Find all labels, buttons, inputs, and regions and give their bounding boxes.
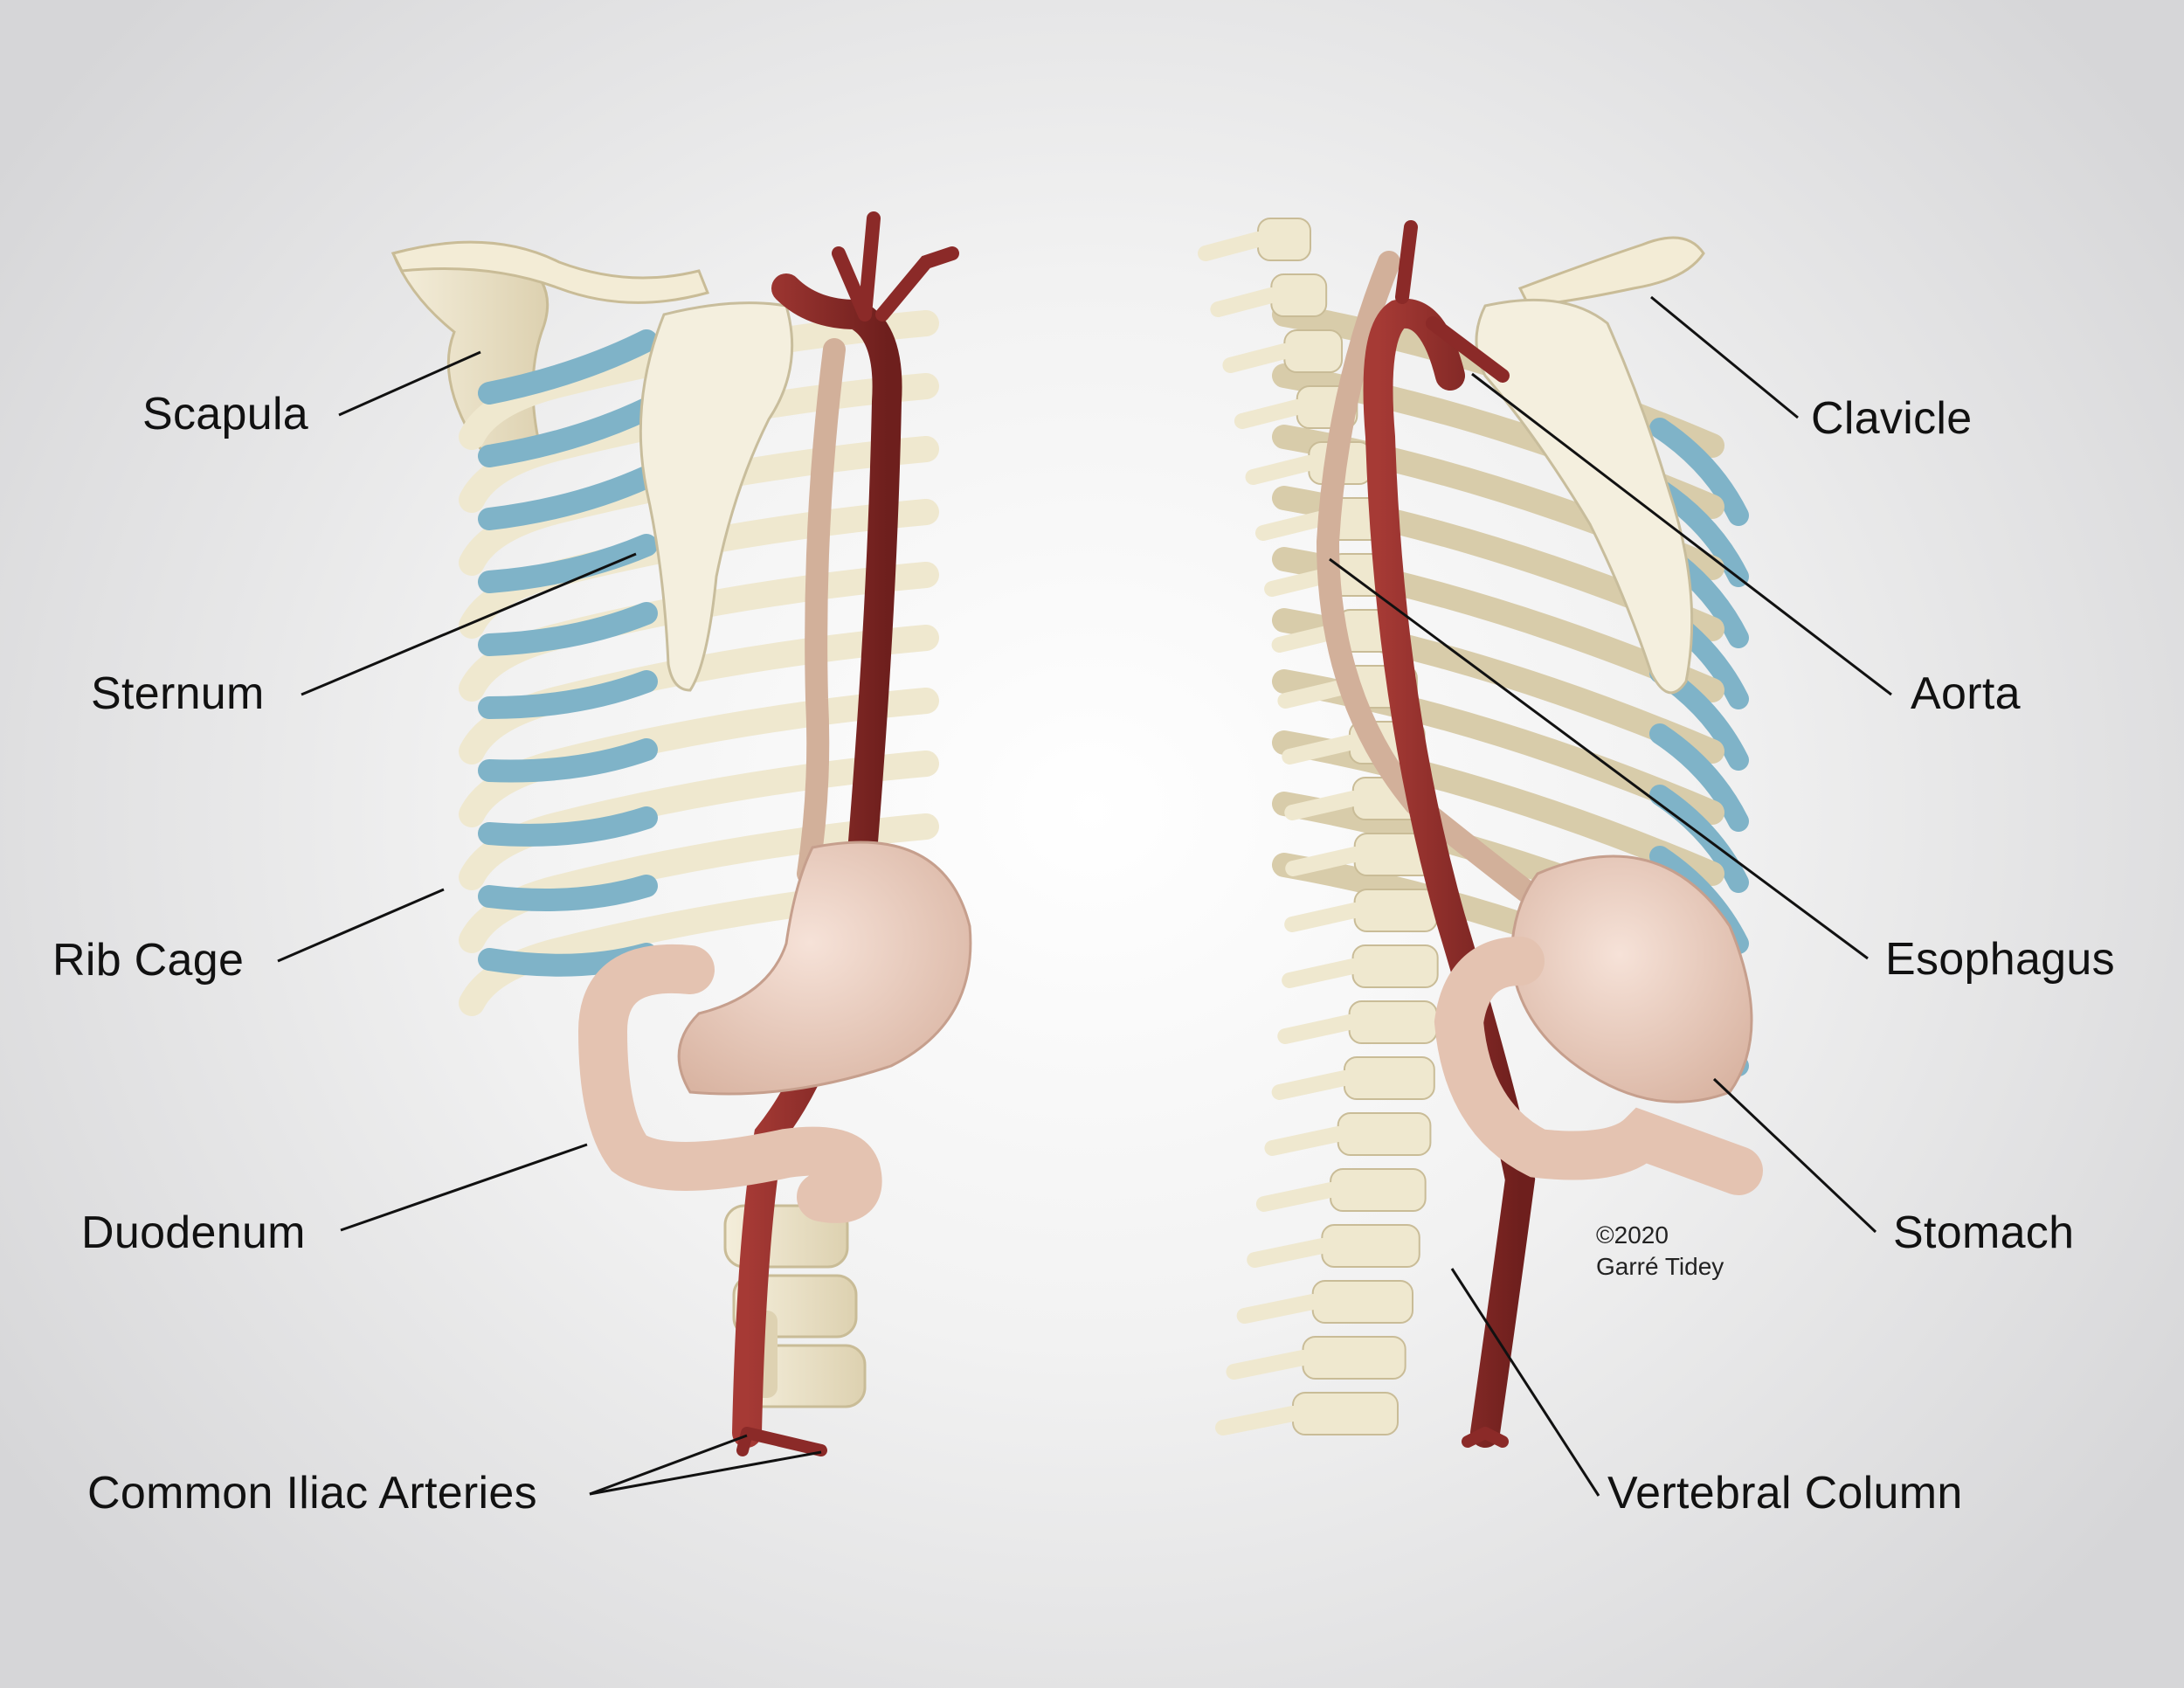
spinous-process: [1254, 511, 1328, 541]
leader-iliac-left: [589, 1434, 748, 1496]
rib-front: [459, 751, 939, 890]
vertebra: [1330, 1168, 1427, 1212]
leader-duodenum: [340, 1143, 588, 1232]
spinous-process: [1255, 1182, 1339, 1212]
leader-rib-cage: [277, 888, 445, 963]
spinous-process: [1210, 287, 1280, 317]
spinous-process: [1245, 455, 1317, 485]
aortic-arch-side: [1395, 220, 1510, 383]
costal-cartilage-front: [478, 398, 658, 467]
label-rib-cage: Rib Cage: [52, 935, 245, 986]
leader-esophagus: [1329, 557, 1869, 960]
label-clavicle: Clavicle: [1811, 393, 1973, 444]
spinous-process: [1247, 1238, 1330, 1268]
vertebra: [1343, 1056, 1435, 1100]
leader-aorta: [1471, 372, 1892, 696]
vertebra: [1283, 329, 1344, 373]
iliac-arteries-side: [1462, 1427, 1509, 1448]
duodenum-front: [577, 944, 882, 1223]
costal-cartilage-side: [1649, 723, 1749, 832]
leader-iliac-right: [589, 1450, 822, 1496]
aortic-branches-front: [832, 211, 959, 322]
spinous-process: [1264, 1126, 1346, 1156]
label-sternum: Sternum: [91, 668, 265, 719]
spinous-process: [1284, 791, 1361, 820]
copyright-author: Garré Tidey: [1596, 1253, 1724, 1281]
costal-cartilage-front: [478, 534, 658, 593]
vertebra: [1351, 944, 1439, 988]
label-vertebral-column: Vertebral Column: [1607, 1468, 1963, 1519]
spinous-process: [1234, 399, 1305, 429]
label-scapula: Scapula: [142, 389, 309, 439]
leader-lines: [277, 295, 1892, 1497]
stomach-front: [677, 841, 972, 1096]
spinous-process: [1226, 1350, 1311, 1380]
costal-cartilage-front: [478, 670, 658, 719]
spinous-process: [1282, 958, 1361, 988]
spinous-process: [1282, 735, 1358, 764]
label-common-iliac-arteries: Common Iliac Arteries: [87, 1468, 537, 1519]
sternum-front: [639, 301, 794, 692]
costal-cartilage-front: [478, 738, 658, 783]
front-view: [390, 211, 972, 1456]
leader-stomach: [1712, 1077, 1877, 1234]
spinous-process: [1284, 903, 1363, 932]
costal-cartilage-front: [478, 329, 658, 405]
label-esophagus: Esophagus: [1885, 934, 2115, 985]
copyright-year: ©2020: [1596, 1221, 1669, 1249]
aorta-front: [732, 273, 902, 1448]
duodenum-side: [1434, 937, 1763, 1195]
rib-side: [1272, 730, 1724, 886]
esophagus-side: [1316, 251, 1549, 911]
costal-cartilage-front: [478, 875, 658, 911]
sternum-side: [1475, 298, 1694, 695]
spinous-process: [1236, 1294, 1321, 1324]
vertebra: [1270, 273, 1328, 317]
leader-sternum: [301, 552, 637, 696]
side-view: [1198, 218, 1763, 1448]
clavicle-side: [1517, 236, 1705, 308]
vertebra: [1337, 1112, 1432, 1156]
vertebra: [1292, 1392, 1399, 1435]
spinous-process: [1271, 1070, 1352, 1100]
copyright-notice: ©2020 Garré Tidey: [1596, 1220, 1724, 1283]
label-aorta: Aorta: [1911, 668, 2021, 719]
costal-cartilage-front: [478, 602, 658, 656]
spinous-process: [1285, 847, 1363, 876]
spinous-process: [1277, 679, 1353, 709]
rib-front: [459, 813, 939, 953]
costal-cartilage-front: [478, 806, 658, 847]
spinous-process: [1215, 1406, 1301, 1435]
vertebra: [1348, 1000, 1438, 1044]
esophagus-front: [797, 338, 846, 885]
label-stomach: Stomach: [1893, 1207, 2075, 1258]
vertebra: [1353, 889, 1438, 932]
clavicle-front: [390, 240, 710, 304]
leader-clavicle: [1650, 295, 1799, 419]
costal-cartilage-side: [1649, 418, 1749, 526]
rib-cage-front: [459, 310, 939, 1016]
vertebra: [1311, 1280, 1414, 1324]
vertebra: [1302, 1336, 1406, 1380]
label-duodenum: Duodenum: [81, 1207, 306, 1258]
vertebral-column-side: [1198, 218, 1439, 1435]
costal-cartilage-front: [478, 466, 658, 530]
leader-vertebral-column: [1450, 1268, 1600, 1497]
costal-cartilage-side: [1649, 785, 1749, 893]
vertebra: [1321, 1224, 1420, 1268]
leader-scapula: [338, 350, 481, 417]
rib-front: [459, 310, 939, 450]
spinous-process: [1222, 343, 1293, 373]
spinous-process: [1277, 1014, 1358, 1044]
aorta-side: [1363, 298, 1536, 1448]
spinous-process: [1198, 232, 1266, 261]
